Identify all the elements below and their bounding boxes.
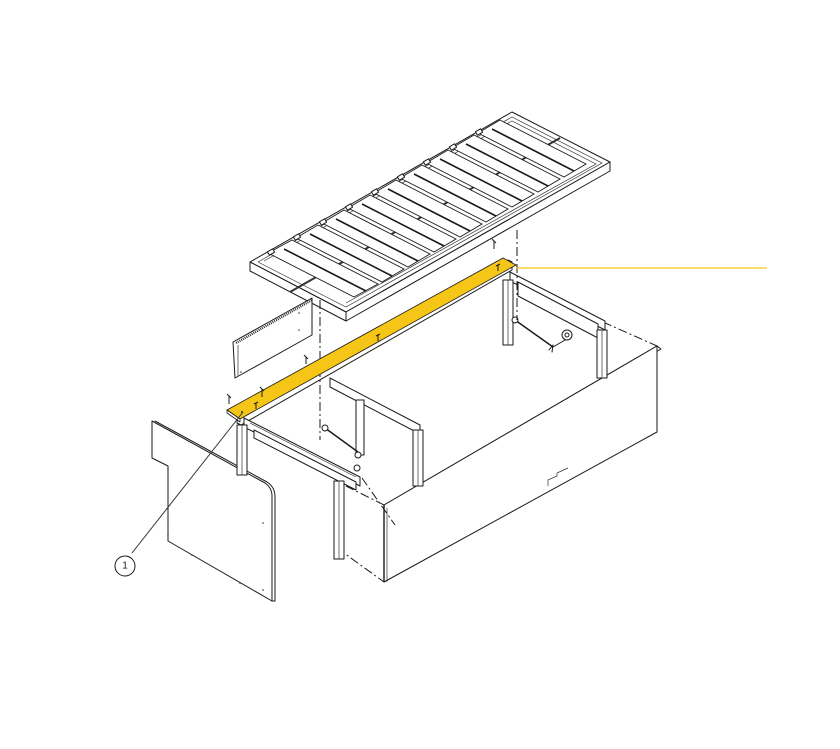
gas-strut-lift-mechanism [321, 316, 573, 472]
bed-box-frame[interactable] [336, 321, 662, 583]
slat-holders [266, 128, 484, 256]
screw-icons [226, 238, 501, 409]
callout-1[interactable]: 1 [114, 411, 244, 577]
callout-number: 1 [122, 561, 128, 572]
slats [267, 119, 587, 298]
slatted-bed-base[interactable] [249, 111, 611, 322]
highlighted-side-rail[interactable] [226, 238, 517, 423]
headboard-panel[interactable] [151, 420, 276, 602]
back-panel[interactable] [232, 297, 313, 379]
